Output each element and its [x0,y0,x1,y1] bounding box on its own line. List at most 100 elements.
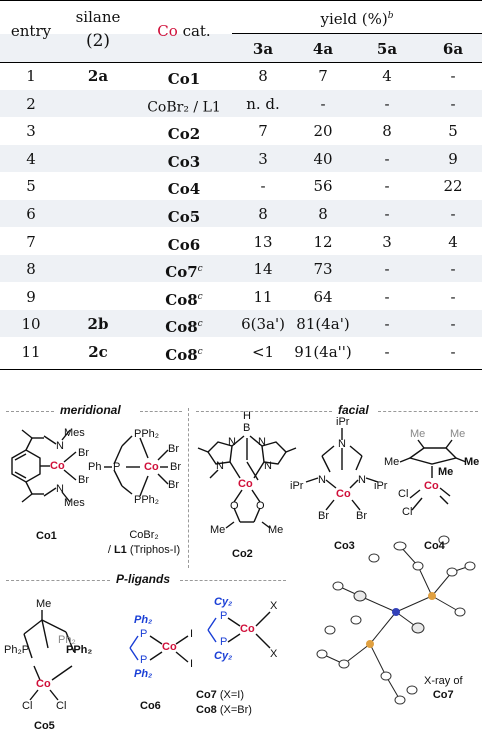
co5-cl-2: Cl [56,700,67,712]
cell-yield-4a: 20 [313,122,333,140]
l1-label-rest: (Triphos-I) [126,544,181,556]
co6-label: Co6 [140,700,161,712]
cell-entry: 9 [26,288,36,306]
cell-catalyst-text: CoBr₂ / L1 [147,99,221,116]
co6-ph2-bottom: Ph₂ [134,668,153,680]
cell-catalyst-text: Co8 [165,346,198,364]
co3-n-left: N [318,474,326,486]
cell-yield-5a: - [384,177,390,195]
cell-yield-4a: 12 [313,233,333,251]
cell-yield-3a: 11 [253,288,273,306]
row-shade [0,255,482,282]
co3-ipr-top: iPr [336,416,350,428]
co7-x: (X=I) [216,689,244,701]
header-shade [0,34,482,62]
cell-yield-3a: n. d. [246,95,280,113]
cell-entry: 11 [21,343,41,361]
cell-catalyst: Co8c [136,343,232,364]
l1-ph: Ph [88,461,102,473]
cell-catalyst-text: Co4 [167,180,201,198]
co4-cl-2: Cl [402,506,413,518]
co2-label: Co2 [232,548,253,560]
co6-cobalt: Co [162,641,177,653]
co78-cy2-top: Cy₂ [214,596,233,608]
co3-structure [305,428,379,511]
cell-entry: 6 [26,205,36,223]
cell-yield-4a: - [320,95,326,113]
header-cat-co: Co [157,22,178,40]
cell-yield-5a: - [384,315,390,333]
co78-x-2: X [270,648,278,660]
l1-structure [104,435,169,497]
cell-yield-3a: 7 [258,122,268,140]
header-col-5a: 5a [376,40,398,58]
cell-yield-6a: 22 [443,177,463,195]
co2-n1: N [228,436,236,448]
cell-catalyst-text: Co1 [167,70,201,88]
co5-cobalt: Co [36,678,51,690]
cell-catalyst-text: Co7 [165,263,198,281]
cell-yield-6a: 9 [448,150,458,168]
cell-silane: 2a [87,67,109,85]
row-shade [0,145,482,172]
l1-pph2-top: PPh₂ [134,428,160,440]
l1-label-bold: L1 [113,544,127,556]
cell-catalyst: Co7c [136,260,232,281]
co3-ipr-right: iPr [374,480,388,492]
co2-n3: N [216,460,224,472]
cell-catalyst-text: Co5 [167,208,201,226]
co4-me-3: Me [384,456,400,468]
cell-catalyst: CoBr₂ / L1 [136,95,232,117]
l1-br-1: Br [168,443,179,455]
l1-br-2: Br [170,461,181,473]
co78-label: Co7 (X=I) Co8 (X=Br) [196,688,252,718]
co4-structure [399,439,467,511]
co3-br-2: Br [356,510,367,522]
divider-vertical [188,408,189,568]
co6-i-1: I [190,628,194,640]
co3-ipr-left: iPr [290,480,304,492]
cell-silane: 2c [88,343,108,361]
co4-me-4: Me [464,456,480,468]
co8-x: (X=Br) [216,704,252,716]
cell-yield-3a: <1 [251,343,275,361]
cell-catalyst: Co4 [136,177,232,198]
cell-yield-6a: - [450,95,456,113]
cell-yield-4a: 81(4a') [296,315,350,333]
co1-br-2: Br [78,474,89,486]
co1-n-bottom: N [56,483,64,495]
cell-yield-4a: 64 [313,288,333,306]
cell-catalyst: Co1 [136,67,232,88]
cell-yield-5a: - [384,260,390,278]
cell-yield-5a: - [384,205,390,223]
cell-yield-5a: 8 [382,122,392,140]
co6-structure [129,635,139,661]
cell-yield-6a: - [450,343,456,361]
header-bottom-rule [0,62,482,63]
co1-mes-top: Mes [64,427,85,439]
co78-cy2-bottom: Cy₂ [214,650,233,662]
header-yield-sup: b [387,11,394,21]
co2-me2: Me [268,524,284,536]
co1-mes-bottom: Mes [64,497,85,509]
divider-facial-right [378,411,478,412]
cell-catalyst-text: Co8 [165,291,198,309]
header-col-3a: 3a [252,40,274,58]
co78-structure [207,617,217,643]
l1-cobalt: Co [144,461,159,473]
cell-catalyst: Co8c [136,315,232,336]
cell-entry: 5 [26,177,36,195]
cell-yield-6a: - [450,288,456,306]
cell-catalyst: Co2 [136,122,232,143]
co2-n2: N [258,436,266,448]
cell-catalyst-text: Co3 [167,153,201,171]
header-cat-rest: cat. [177,22,211,40]
co7-label: Co7 [196,689,217,701]
co3-br-1: Br [318,510,329,522]
header-silane-num: (2) [85,31,111,51]
cell-catalyst-sup: c [197,264,203,274]
section-facial: facial [338,403,369,417]
row-shade [0,90,482,117]
co4-me-2: Me [450,428,466,440]
